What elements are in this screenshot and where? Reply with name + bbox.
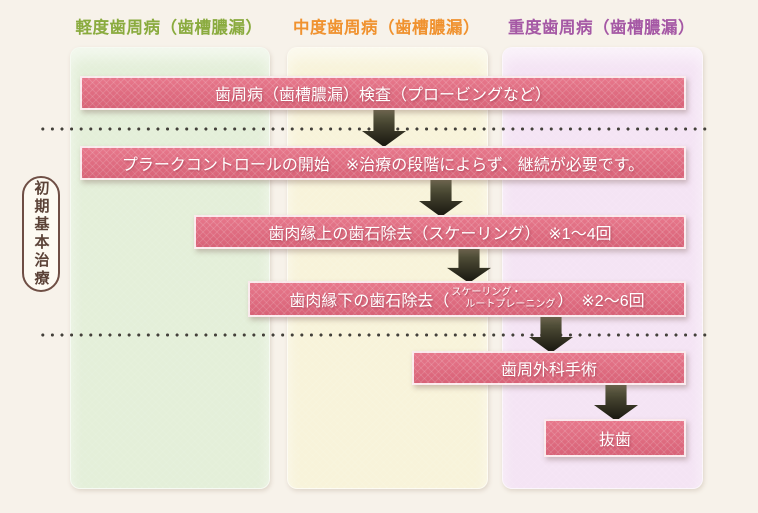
step-tooth-extraction-banner: 抜歯 (544, 419, 686, 457)
step-plaque-control-banner: プラークコントロールの開始 ※治療の段階によらず、継続が必要です。 (80, 146, 686, 180)
panel-severe-periodontitis (502, 47, 703, 489)
phase-label-text: 初期基本治療 (32, 180, 50, 288)
column-header-mild-periodontitis: 軽度歯周病（歯槽膿漏） (75, 19, 263, 37)
step-subgingival-before: 歯肉縁下の歯石除去（ (289, 293, 450, 310)
column-header-moderate-periodontitis: 中度歯周病（歯槽膿漏） (293, 19, 480, 37)
phase-divider-bottom (38, 333, 710, 337)
step-subgingival-small-line2: ルートプレーニング (465, 299, 556, 310)
step-subgingival-small-stack: スケーリング・ルートプレーニング (451, 287, 555, 311)
step-subgingival-scaling-banner: 歯肉縁下の歯石除去（スケーリング・ルートプレーニング） ※2～6回 (248, 281, 686, 317)
step-supragingival-scaling-label: 歯肉縁上の歯石除去（スケーリング） ※1～4回 (268, 226, 612, 243)
step-periodontal-surgery-banner: 歯周外科手術 (412, 351, 686, 385)
step-examination-label: 歯周病（歯槽膿漏）検査（プロービングなど） (214, 87, 551, 104)
step-supragingival-scaling-banner: 歯肉縁上の歯石除去（スケーリング） ※1～4回 (194, 215, 686, 249)
phase-label-initial-basic-treatment: 初期基本治療 (22, 176, 60, 292)
step-subgingival-small-line1: スケーリング・ (451, 287, 522, 298)
step-subgingival-after: ） ※2～6回 (557, 293, 645, 310)
column-header-severe-periodontitis: 重度歯周病（歯槽膿漏） (508, 19, 695, 37)
step-examination-banner: 歯周病（歯槽膿漏）検査（プロービングなど） (80, 76, 686, 110)
panel-mild-periodontitis (70, 47, 270, 489)
step-plaque-control-label: プラークコントロールの開始 ※治療の段階によらず、継続が必要です。 (121, 157, 645, 174)
step-periodontal-surgery-label: 歯周外科手術 (500, 362, 597, 379)
step-tooth-extraction-label: 抜歯 (598, 432, 631, 449)
